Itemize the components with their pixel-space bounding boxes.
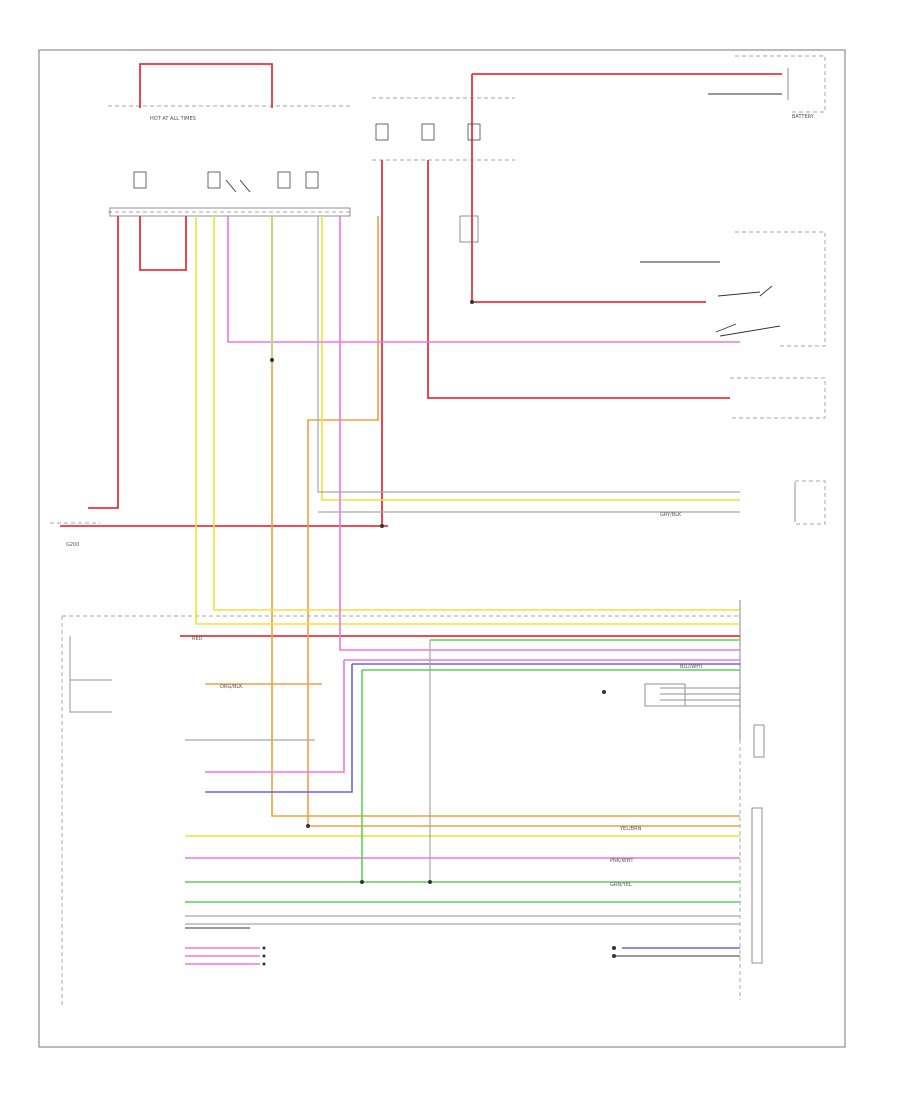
label-wire-yellow: YEL/BRN [619,826,642,832]
switch-symbols [225,179,773,333]
wires-black [185,93,782,957]
fuse-markers [133,123,481,189]
faint-labels: BATTERY HOT AT ALL TIMES G200 RED YEL/BR… [66,114,815,888]
label-wire-green: GRN/YEL [610,882,632,888]
wires-green [185,639,740,903]
label-wire-red: RED [192,636,203,642]
component-boundaries [50,55,826,1005]
label-wire-orange: ORG/BLK [220,684,243,690]
label-wire-blue: BLU/WHT [680,664,704,670]
label-hot: HOT AT ALL TIMES [150,116,196,122]
splice-points [262,300,616,966]
diagram-border [38,49,846,1048]
label-wire-gray: GRY/BLK [660,512,682,518]
label-ground: G200 [66,542,79,548]
ground-symbols [739,68,796,740]
wires-red [60,63,782,637]
wires-yellow [185,216,740,837]
wire-red-top-loop [139,63,273,108]
label-battery: BATTERY [792,114,815,120]
wires-pink [185,216,740,965]
label-wire-pink: PNK/WHT [610,858,634,864]
component-boxes [109,207,765,964]
wires-blue [205,663,740,949]
wires-gray [69,216,740,925]
wires-orange [205,216,740,827]
